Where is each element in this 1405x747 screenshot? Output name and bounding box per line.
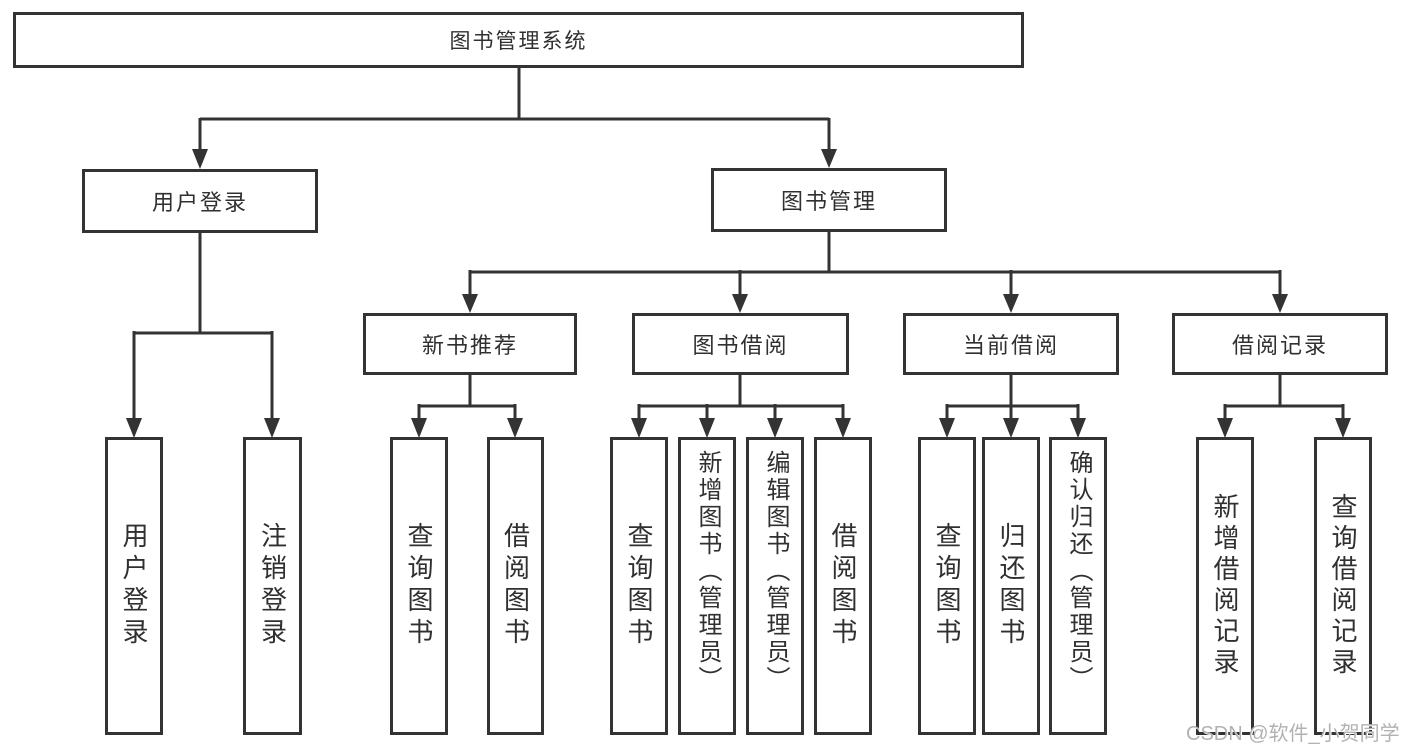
node-label: 图书管理 (780, 189, 877, 214)
leaf-user-login: 用户登录 (105, 437, 163, 735)
leaf-confirm-return-admin: 确认归还（管理员） (1049, 437, 1107, 735)
node-label: 新书推荐 (421, 333, 518, 358)
leaf-borrow-books-recommend: 借阅图书 (487, 437, 544, 735)
node-book-management: 图书管理 (711, 168, 947, 232)
leaf-query-borrow-record: 查询借阅记录 (1314, 437, 1372, 735)
node-book-borrowing: 图书借阅 (632, 313, 849, 375)
leaf-add-borrow-record: 新增借阅记录 (1196, 437, 1254, 735)
leaf-query-books-recommend: 查询图书 (390, 437, 448, 735)
node-label: 用户登录 (151, 190, 248, 215)
node-user-login: 用户登录 (82, 169, 318, 233)
leaf-query-books-borrowing: 查询图书 (610, 437, 668, 735)
node-label: 借阅记录 (1231, 333, 1328, 358)
leaf-logout: 注销登录 (243, 437, 302, 735)
watermark-text: CSDN @软件_小贺同学 (1186, 723, 1400, 745)
node-new-book-recommendation: 新书推荐 (363, 313, 577, 375)
leaf-return-books: 归还图书 (982, 437, 1040, 735)
leaf-borrow-books-borrowing: 借阅图书 (814, 437, 872, 735)
leaf-add-book-admin: 新增图书（管理员） (678, 437, 736, 735)
node-borrowing-records: 借阅记录 (1172, 313, 1388, 375)
leaf-query-books-current: 查询图书 (918, 437, 976, 735)
leaf-edit-book-admin: 编辑图书（管理员） (746, 437, 804, 735)
node-label: 图书管理系统 (449, 30, 588, 53)
node-label: 图书借阅 (692, 333, 789, 358)
node-library-management-system: 图书管理系统 (13, 12, 1024, 68)
node-current-borrowing: 当前借阅 (903, 313, 1119, 375)
node-label: 当前借阅 (962, 333, 1059, 358)
